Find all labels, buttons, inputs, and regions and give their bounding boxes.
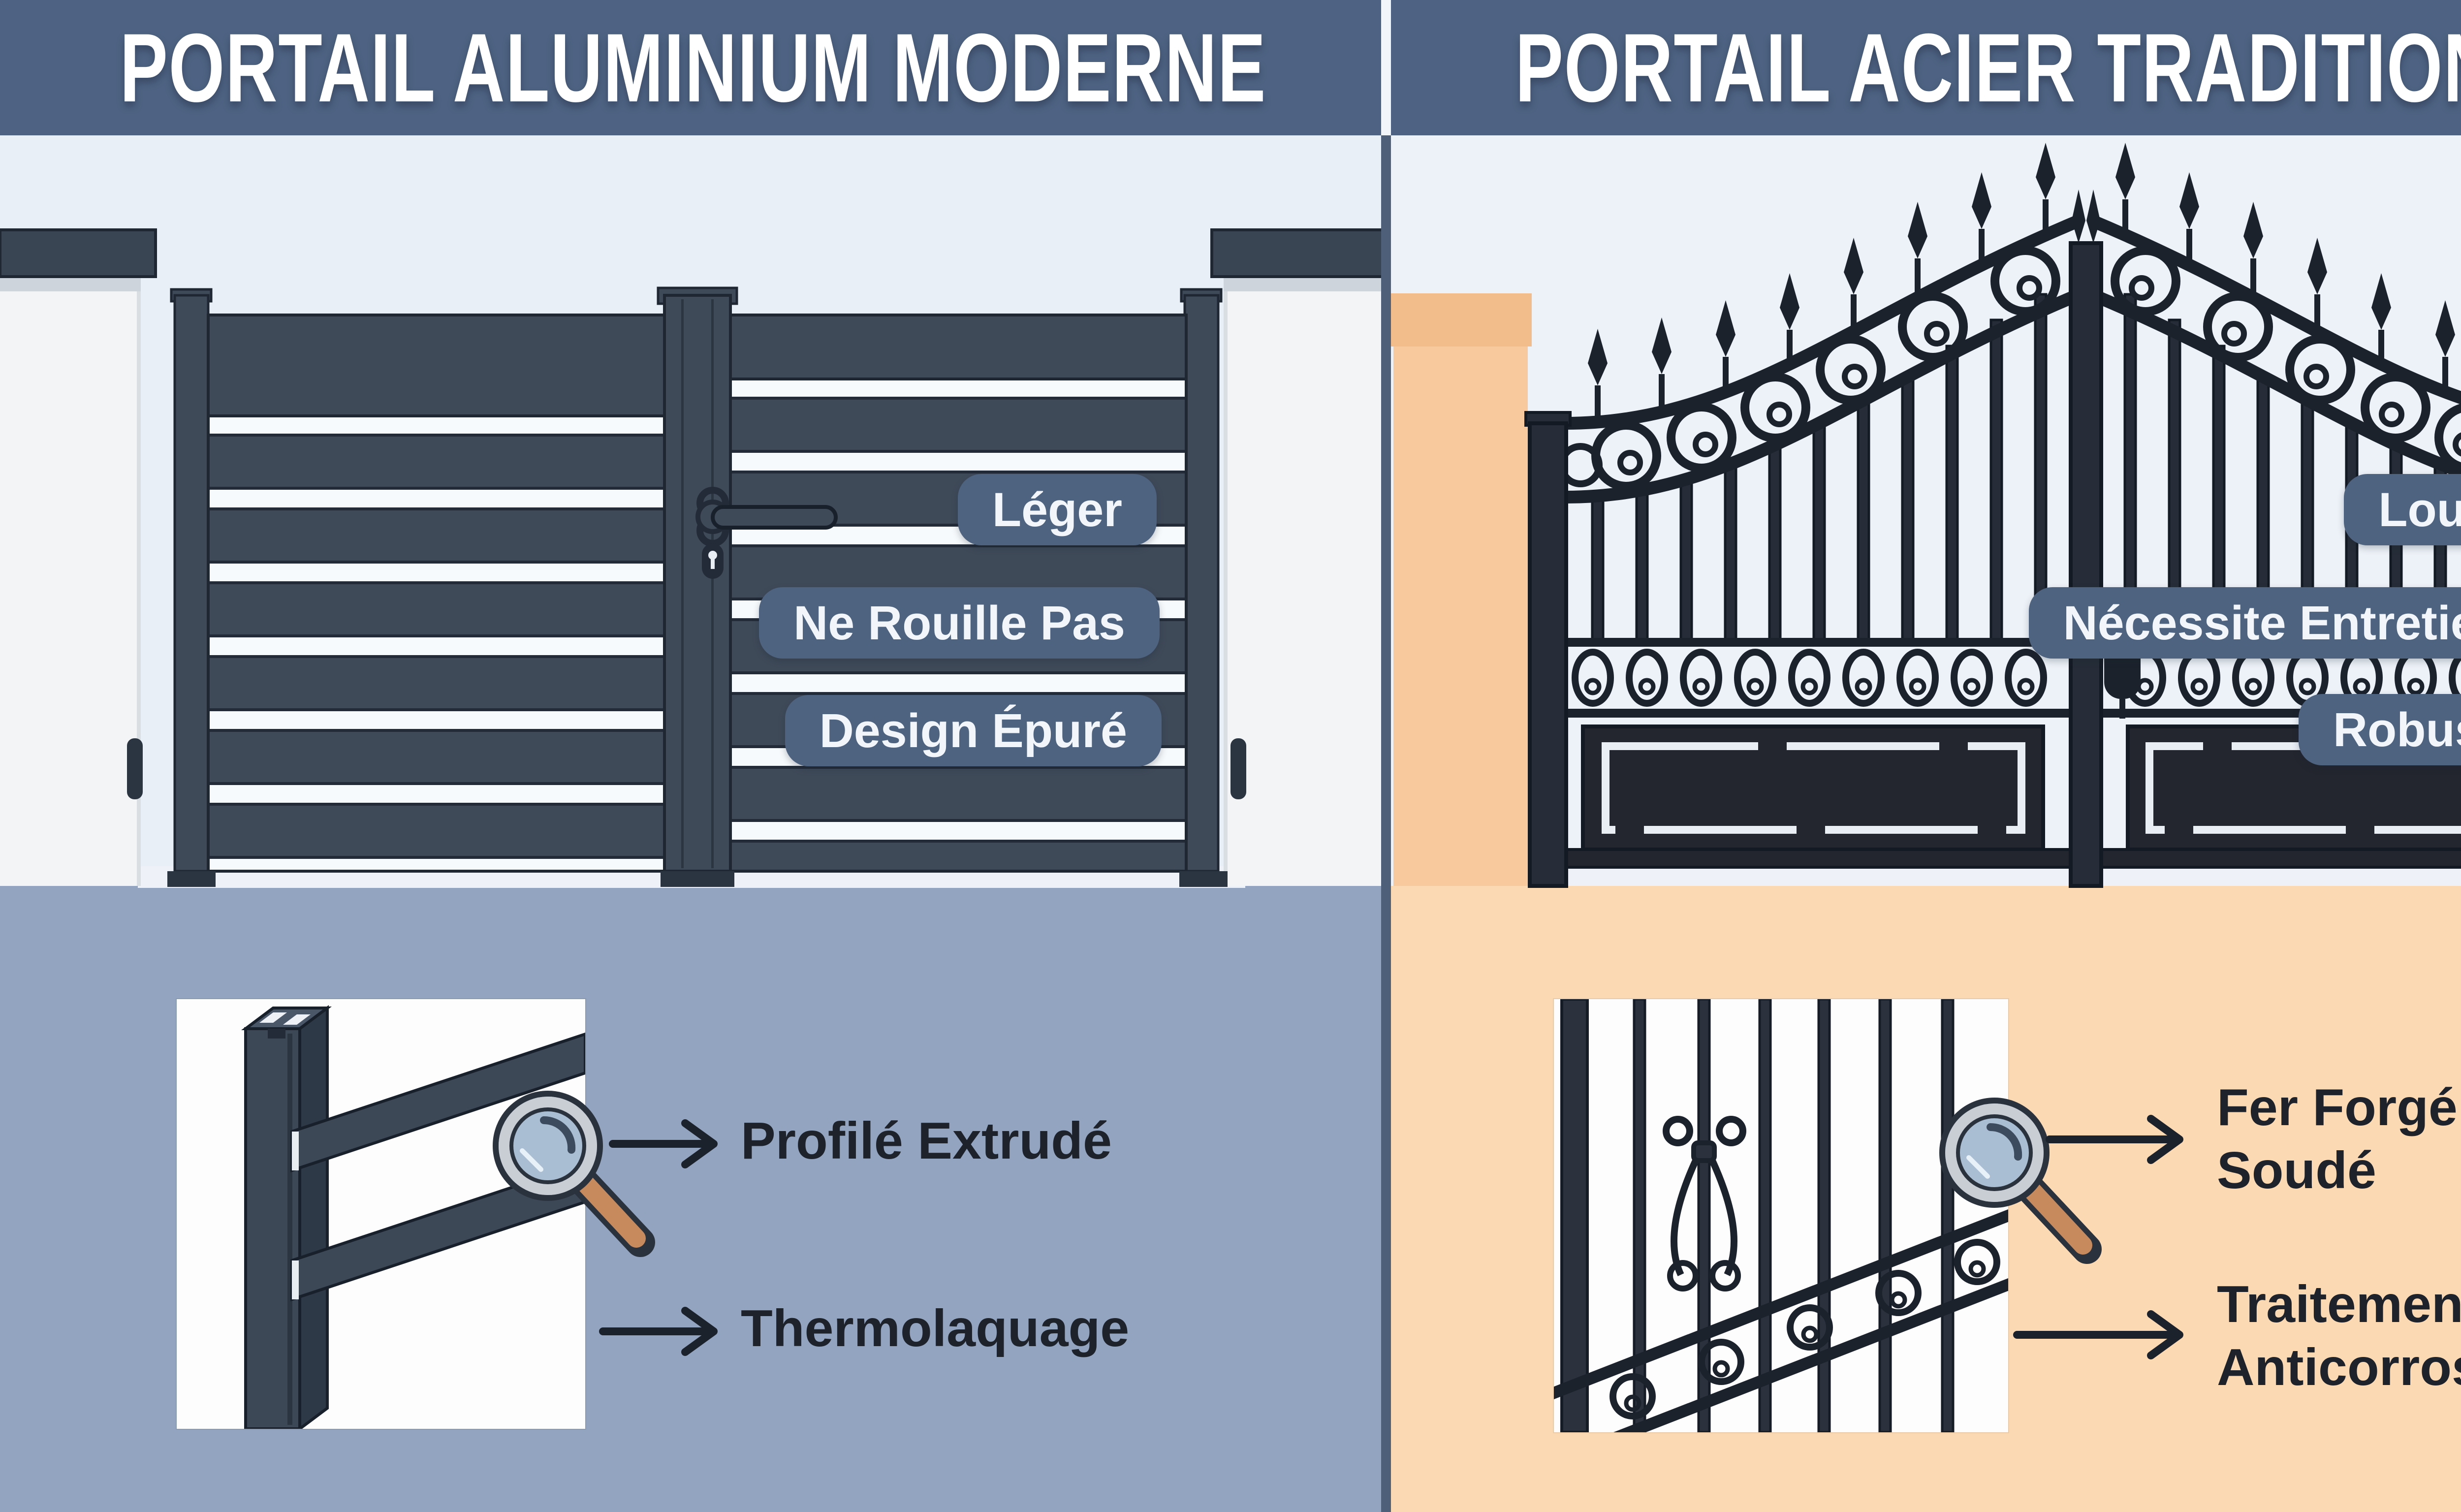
steel-gate-illustration [1390,0,2461,888]
wrought-iron-illustration [1554,999,2008,1432]
gate-handle [695,487,838,579]
page-title-left: PORTAIL ALUMINIUM MODERNE [120,13,1266,122]
callout-traitement-anticorrosion: Traitement Anticorrosion [2217,1275,2461,1396]
iron-bars [1560,999,1955,1432]
pillar-left-orange [1390,293,1532,886]
diagonal-rails [1554,1209,2008,1432]
pillar-right-of-left-gate [1210,228,1386,886]
badge-robuste: Robuste [2299,694,2461,765]
badge-design-epure: Design Épuré [785,695,1162,766]
title-bar-aluminium: PORTAIL ALUMINIUM MODERNE [0,0,1386,135]
scroll-ornament [1663,1116,1746,1292]
panel-acier: PORTAIL ACIER TRADITIONNEL Lourd Nécessi… [1386,0,2461,1512]
aluminium-gate-illustration [0,228,1386,888]
pillar-left [0,228,157,886]
steel-gate-leaf [1558,143,2085,869]
callout-fer-forge-soude: Fer Forgé Soudé [2217,1078,2458,1199]
extruded-profile-illustration [241,1005,585,1429]
scroll-band [1572,649,2047,707]
aluminium-detail-inset [177,999,585,1429]
badge-lourd: Lourd [2344,474,2461,545]
gate-leaf-left [207,314,667,873]
callout-thermolaquage: Thermolaquage [741,1299,1130,1357]
gate-center-post [657,286,738,873]
center-divider [1381,135,1391,1512]
profile-slats [290,1032,585,1302]
gate-stile-left [170,288,213,873]
gate-stile-right [1180,288,1223,873]
gate-feet [167,871,1228,887]
spike-finials [1588,143,2055,422]
badge-necessite-entretien: Nécessite Entretien [2028,587,2461,659]
title-bar-acier: PORTAIL ACIER TRADITIONNEL [1386,0,2461,135]
steel-center-post [2069,189,2103,888]
extruded-post [241,1005,332,1429]
page-title-right: PORTAIL ACIER TRADITIONNEL [1515,13,2461,122]
callout-profile-extrude: Profilé Extrudé [741,1112,1112,1170]
steel-detail-inset [1554,999,2008,1432]
steel-gate-posts [1524,411,1572,888]
badge-leger: Léger [957,474,1157,545]
badge-ne-rouille-pas: Ne Rouille Pas [759,587,1160,659]
panel-aluminium: PORTAIL ALUMINIUM MODERNE Léger Ne Rouil… [0,0,1386,1512]
center-divider-top [1381,0,1391,135]
